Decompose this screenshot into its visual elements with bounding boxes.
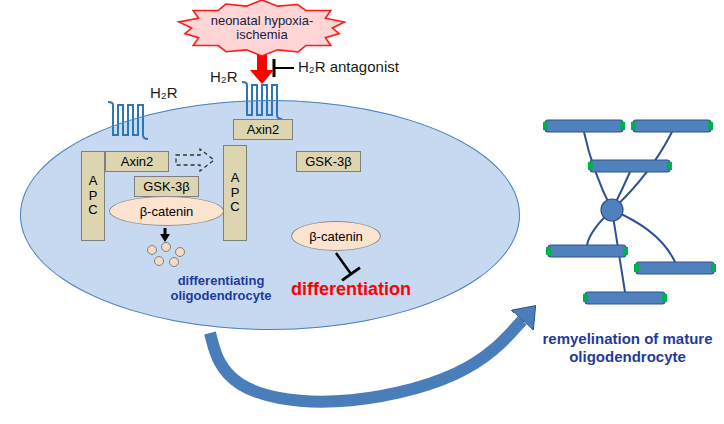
drug-label: H₂R antagonist	[298, 58, 399, 75]
myelin-illustration	[543, 120, 716, 304]
node-text: APC	[87, 174, 100, 219]
inhibition-bar	[273, 59, 276, 77]
node-text: Axin2	[121, 154, 154, 169]
arrow-connector	[257, 55, 267, 70]
protein-box: APC	[223, 145, 247, 241]
receptor-label: H₂R	[210, 68, 238, 85]
trigger-starburst: neonatal hypoxia-ischemia	[174, 0, 350, 56]
receptor-symbol	[108, 102, 148, 139]
transition-arrow	[176, 149, 214, 171]
protein-box: GSK-3β	[296, 151, 361, 172]
protein-box: APC	[81, 151, 105, 241]
cell-body: differentiating oligodendrocyteAPCAxin2G…	[20, 100, 520, 330]
node-text: GSK-3β	[305, 154, 352, 169]
protein-box: Axin2	[233, 119, 293, 140]
node-text: differentiation	[291, 279, 411, 300]
node-text: β-catenin	[309, 229, 363, 244]
protein-oval: β-catenin	[109, 196, 224, 226]
arrow-connector	[210, 320, 522, 401]
node-text: APC	[229, 171, 242, 216]
protein-box: GSK-3β	[134, 176, 199, 197]
inhibition-line	[274, 67, 294, 69]
degraded-fragments	[148, 243, 185, 267]
node-text: Axin2	[247, 122, 280, 137]
protein-oval: β-catenin	[291, 221, 381, 251]
starburst-shape	[179, 0, 345, 56]
cell-ground	[20, 100, 520, 330]
outcome-text: differentiation	[281, 277, 421, 302]
protein-box: Axin2	[105, 151, 169, 172]
inhibition-connector	[336, 253, 351, 274]
node-text: differentiating oligodendrocyte	[161, 273, 281, 303]
node-text: neonatal hypoxia-ischemia	[206, 14, 318, 42]
node-text: β-catenin	[140, 204, 194, 219]
outcome-node: remyelination of mature oligodendrocyte	[535, 105, 720, 385]
node-text: GSK-3β	[143, 179, 190, 194]
degradation-arrow	[164, 228, 167, 234]
receptor-label: H₂R	[150, 84, 178, 101]
node-text: remyelination of mature oligodendrocyte	[535, 330, 720, 366]
